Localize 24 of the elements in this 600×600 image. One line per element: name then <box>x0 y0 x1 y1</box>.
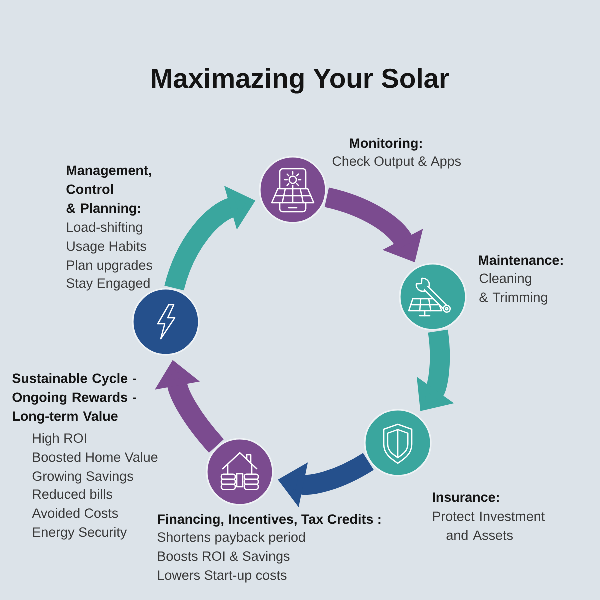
list-item: Avoided Costs <box>32 508 118 518</box>
list-item: Boosts ROI & Savings <box>158 551 290 564</box>
list-item: Plan upgrades <box>67 260 152 273</box>
list-item: Usage Habits <box>67 241 146 254</box>
description: Protect Investment and Assets <box>433 512 545 540</box>
title: Maximazing Your Solar <box>152 68 450 94</box>
list-item: Boosted Home Value <box>33 452 158 462</box>
list-item: Stay Engaged <box>66 278 150 291</box>
step-circle <box>364 409 432 477</box>
heading: Sustainable Cycle - Ongoing Rewards - Long-term Value <box>12 373 136 424</box>
heading: Financing, Incentives, Tax Credits : <box>158 514 381 527</box>
description: Cleaning & Trimming <box>480 273 548 305</box>
list-item: Lowers Start-up costs <box>158 570 287 583</box>
heading: Management, Control & Planning: <box>66 166 152 216</box>
heading: Insurance: <box>433 492 499 502</box>
list-item: Reduced bills <box>33 489 112 500</box>
heading: Maintenance: <box>479 255 563 266</box>
list-item: Load-shifting <box>67 222 142 235</box>
heading: Monitoring: <box>350 138 422 151</box>
description: Check Output & Apps <box>332 156 462 169</box>
list-item: High ROI <box>33 433 86 446</box>
list-item: Energy Security <box>33 527 128 540</box>
list-item: Growing Savings <box>32 471 134 484</box>
list-item: Shortens payback period <box>158 532 306 545</box>
